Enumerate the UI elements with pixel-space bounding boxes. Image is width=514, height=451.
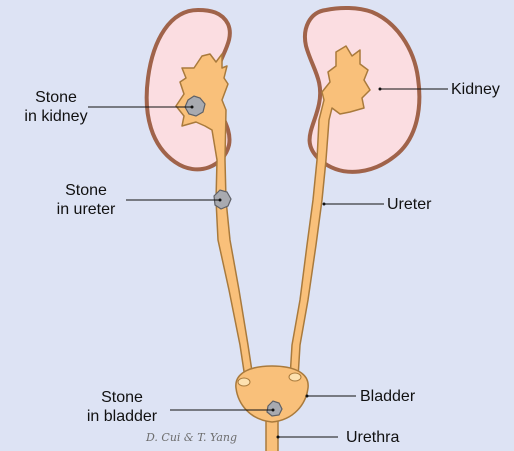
label-urethra: Urethra: [346, 428, 399, 447]
label-stone-in-ureter-line2: in ureter: [48, 200, 124, 219]
leader-dot-ureter: [323, 203, 326, 206]
label-stone-in-kidney: Stone in kidney: [24, 88, 88, 126]
label-bladder: Bladder: [360, 387, 415, 406]
author-credit: D. Cui & T. Yang: [146, 431, 237, 444]
leader-dot-bladder: [306, 395, 309, 398]
label-stone-in-ureter: Stone in ureter: [48, 181, 124, 219]
label-kidney: Kidney: [451, 80, 500, 99]
leader-dot-kidney: [379, 88, 382, 91]
label-stone-in-ureter-line1: Stone: [48, 181, 124, 200]
label-stone-in-kidney-line2: in kidney: [24, 107, 88, 126]
right-ureter-orifice: [289, 373, 301, 381]
leader-dot-stone-in-kidney: [191, 106, 194, 109]
leader-dot-stone-in-ureter: [219, 199, 222, 202]
label-stone-in-kidney-line1: Stone: [24, 88, 88, 107]
left-ureter-orifice: [238, 378, 250, 386]
leader-dot-urethra: [277, 436, 280, 439]
label-stone-in-bladder: Stone in bladder: [76, 388, 168, 426]
leader-dot-stone-in-bladder: [272, 409, 275, 412]
label-stone-in-bladder-line1: Stone: [76, 388, 168, 407]
right-ureter: [290, 46, 370, 378]
label-stone-in-bladder-line2: in bladder: [76, 407, 168, 426]
label-ureter: Ureter: [387, 195, 431, 214]
